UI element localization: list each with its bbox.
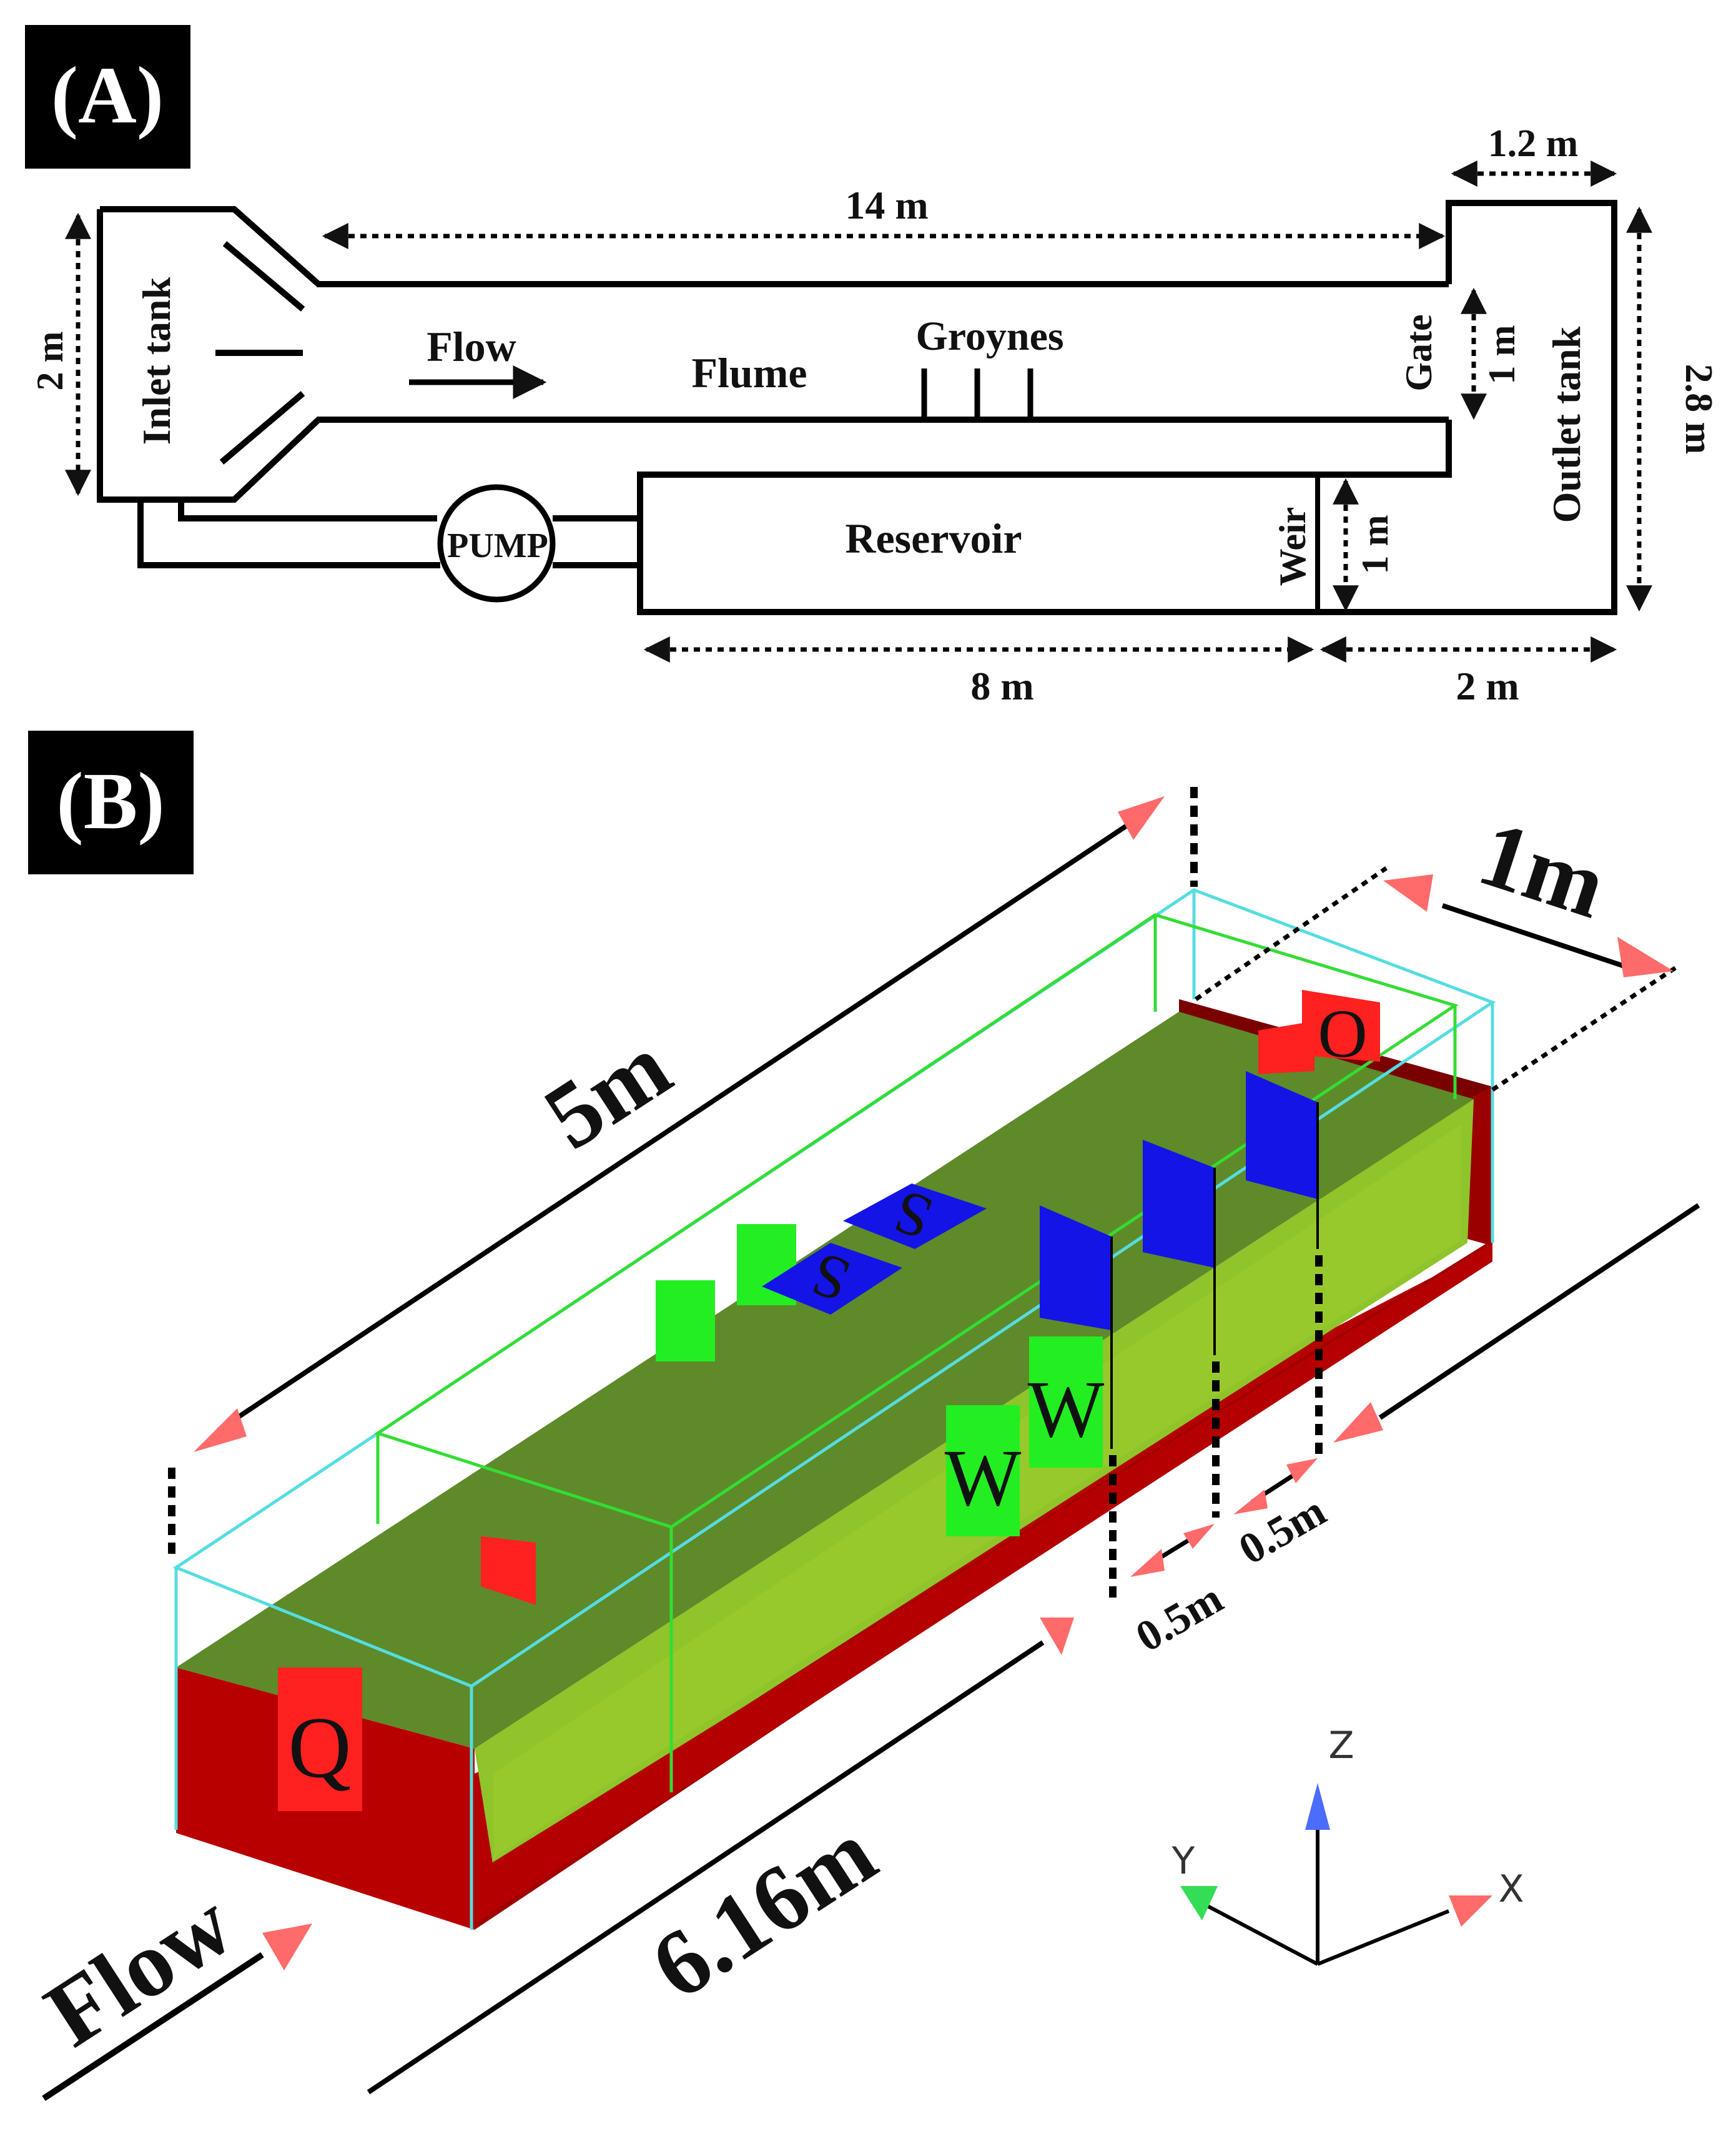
dim-2m-bottom: 2 m <box>1456 664 1519 708</box>
arrowhead-spacing-1a <box>1130 1549 1165 1577</box>
dim-14m: 14 m <box>845 183 928 227</box>
dim-6-16m-far-line <box>1378 1203 1700 1420</box>
dimension-arrows-a <box>65 161 1652 663</box>
dim-2m-left: 2 m <box>29 332 71 391</box>
dim-0-5m-2: 0.5m <box>1231 1487 1334 1574</box>
outlet-tank-label: Outlet tank <box>1544 326 1589 523</box>
dim-2-8m: 2.8 m <box>1677 364 1720 455</box>
arrowhead-spacing-2a <box>1233 1489 1268 1514</box>
flow-label-a: Flow <box>427 323 516 370</box>
return-pipe-outer <box>137 500 440 568</box>
outlet-tank-wall <box>637 200 1617 615</box>
w-block-far-1 <box>656 1280 715 1361</box>
front-base-strip <box>475 1243 1492 1924</box>
dim-0-5m-1: 0.5m <box>1128 1574 1231 1662</box>
axis-z-label: Z <box>1328 1724 1354 1767</box>
outlet-block-1 <box>1258 1021 1314 1074</box>
w-block-1 <box>946 1405 1020 1536</box>
axis-y-head <box>1180 1886 1218 1920</box>
panel-b-tag-box <box>28 731 194 874</box>
return-pipe-inner <box>178 500 437 521</box>
arrowhead-5m-left <box>194 1408 247 1452</box>
groyne-3d-1 <box>1040 1205 1112 1330</box>
pump-circle <box>437 484 556 603</box>
pump-label: PUMP <box>447 526 548 565</box>
arrowhead-far <box>1333 1402 1383 1443</box>
dim-weir-1m: 1 m <box>1354 515 1396 575</box>
dim-5m: 5m <box>527 1014 688 1169</box>
q-block-letter: Q <box>288 1699 351 1796</box>
dim-1-2m: 1.2 m <box>1488 122 1579 165</box>
panel-b: (B) <box>28 731 1700 2102</box>
inlet-vane-bottom <box>219 391 305 465</box>
w-block-2 <box>1029 1336 1103 1468</box>
inlet-tank-label: Inlet tank <box>134 277 179 445</box>
facility-outline <box>97 200 1617 615</box>
inlet-tank-wall <box>97 206 1449 503</box>
axis-x-head <box>1449 1895 1492 1927</box>
dim-1m: 1m <box>1467 801 1618 939</box>
inlet-vane-top <box>222 241 305 312</box>
weir-label: Weir <box>1272 507 1313 586</box>
axes-triad: Z X Y <box>1171 1724 1524 1966</box>
arrowhead-1m-right <box>1617 937 1674 977</box>
outlet-block-letter: O <box>1318 997 1367 1073</box>
outlet-block-2 <box>1302 990 1380 1062</box>
arrowhead-6-16m <box>1040 1618 1074 1655</box>
dim-1m-ext-1 <box>1195 866 1388 1001</box>
axis-z-head <box>1305 1783 1330 1830</box>
q-block-top <box>481 1536 536 1605</box>
arrowhead-flow <box>262 1924 312 1970</box>
flow-line <box>42 1952 264 2102</box>
axis-x-label: X <box>1498 1867 1524 1911</box>
flume-label: Flume <box>691 349 807 397</box>
gate-label: Gate <box>1398 314 1439 391</box>
red-arrowheads <box>194 796 1674 1970</box>
dim-6-16m: 6.16m <box>634 1801 893 2019</box>
axis-y-label: Y <box>1171 1839 1195 1883</box>
panel-a: (A) PUMP Inlet tank Fl <box>25 25 1720 708</box>
dim-gate-1m: 1 m <box>1481 325 1522 385</box>
panel-a-tag-box <box>25 25 190 169</box>
arrowhead-spacing-1b <box>1183 1524 1215 1549</box>
arrowhead-1m-left <box>1383 874 1433 912</box>
groynes-3d <box>1040 1071 1319 1449</box>
w-block-1-letter: W <box>945 1433 1022 1523</box>
s-block-1 <box>762 1243 902 1315</box>
axis-y-line <box>1204 1903 1319 1966</box>
dim-5m-line <box>217 813 1145 1433</box>
arrowhead-spacing-2b <box>1286 1458 1318 1483</box>
dim-1m-line <box>1441 903 1631 971</box>
panel-a-tag: (A) <box>51 51 164 141</box>
dim-8m: 8 m <box>970 664 1033 708</box>
q-block-front <box>278 1667 362 1811</box>
groynes-label: Groynes <box>915 314 1063 359</box>
reservoir-label: Reservoir <box>845 515 1022 562</box>
mesh-box <box>172 888 1496 1930</box>
panel-b-tag: (B) <box>56 756 164 846</box>
w-block-2-letter: W <box>1028 1365 1105 1455</box>
groyne-3d-3 <box>1246 1071 1318 1199</box>
arrowhead-5m-right <box>1118 796 1165 840</box>
s-block-2 <box>843 1183 987 1249</box>
axis-x-line <box>1316 1909 1450 1966</box>
dim-6-16m-line <box>367 1640 1045 2095</box>
dim-1m-ext-2 <box>1491 963 1681 1092</box>
dimension-lines-b <box>42 787 1700 2102</box>
groyne-3d-2 <box>1143 1140 1215 1268</box>
